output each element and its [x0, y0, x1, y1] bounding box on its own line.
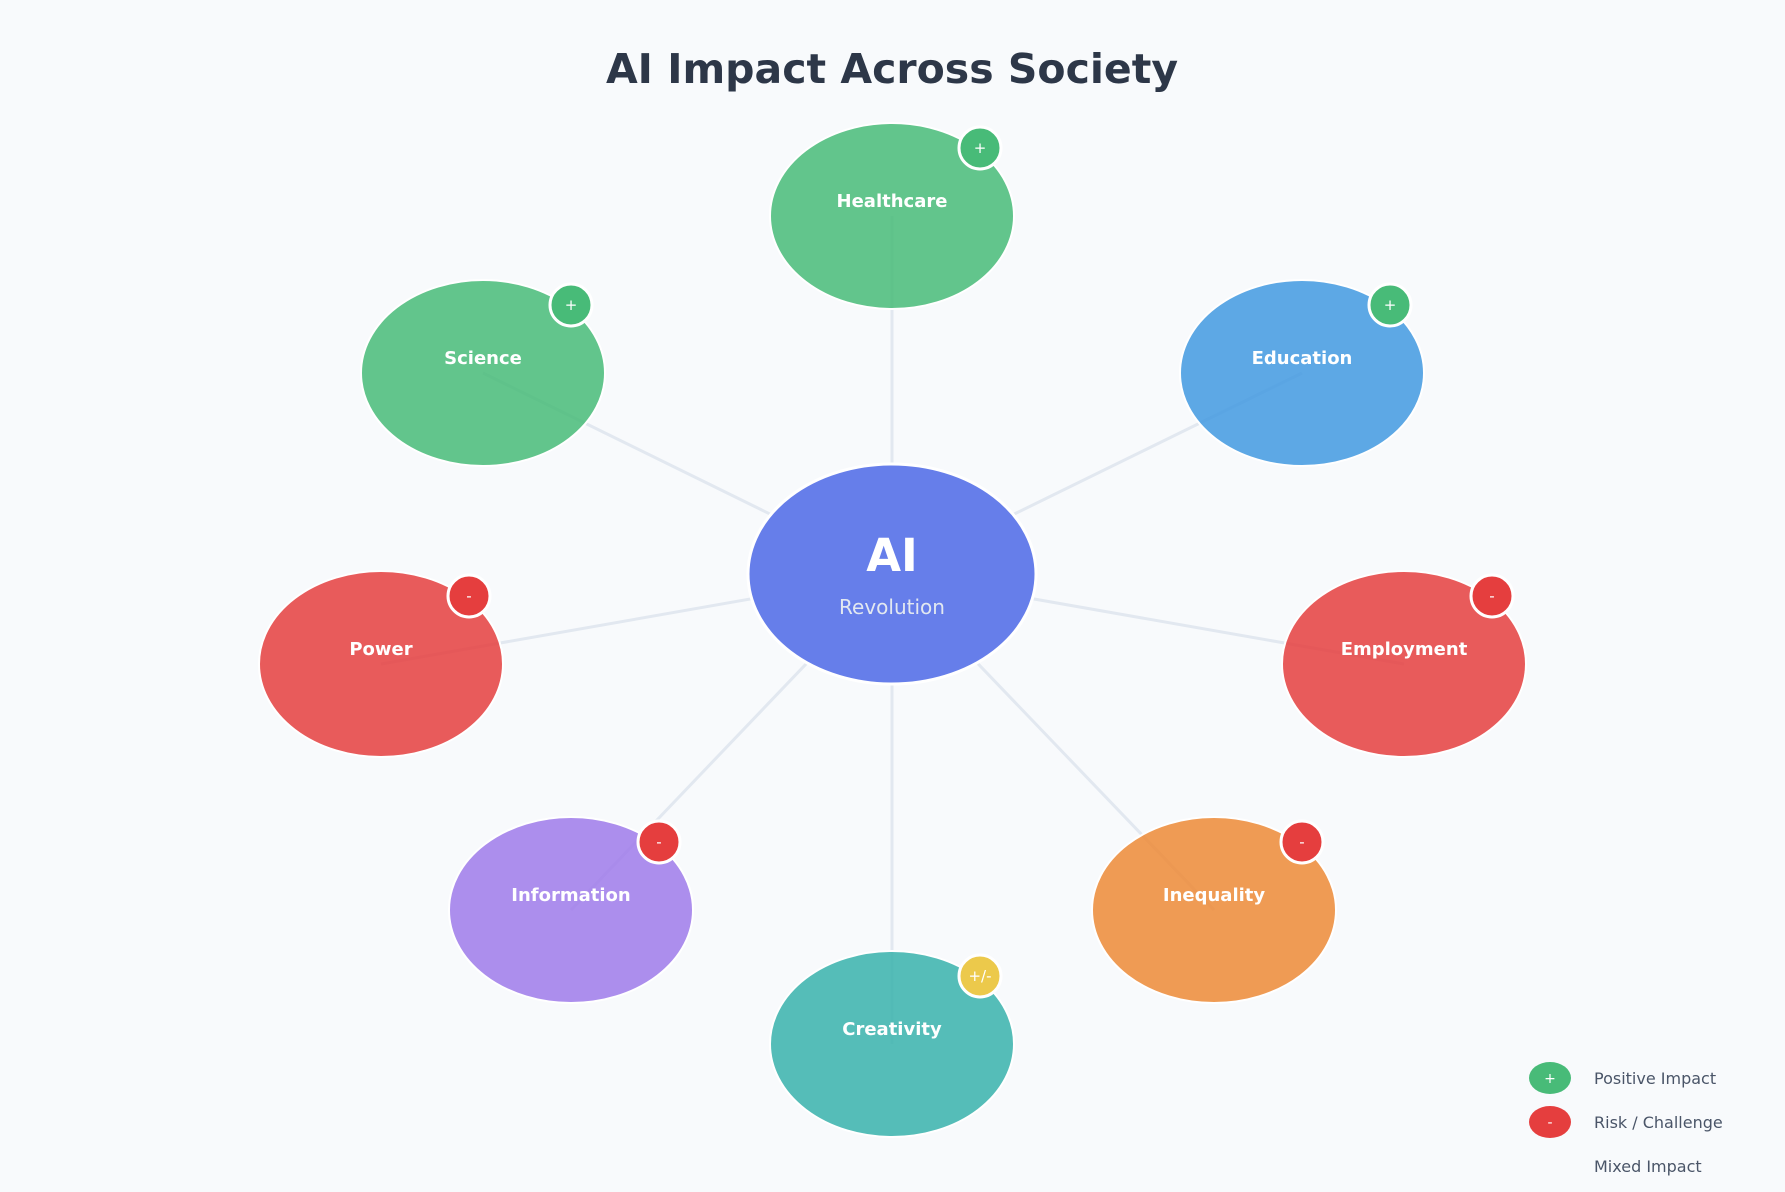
node-healthcare-badge [957, 125, 1003, 171]
node-inequality-badge-text: - [1299, 833, 1304, 851]
node-science: Science + [360, 279, 606, 467]
node-healthcare-badge-text: + [974, 139, 987, 157]
node-information: Information - [448, 816, 694, 1004]
node-healthcare-label: Healthcare [837, 191, 948, 212]
legend-symbol-positive-impact: + [1544, 1071, 1556, 1087]
legend-label-risk-challenge: Risk / Challenge [1594, 1113, 1723, 1132]
node-power-shape [258, 570, 504, 758]
legend-item-mixed-impact: Mixed Impact [1594, 1157, 1702, 1176]
node-information-shape [448, 816, 694, 1004]
node-employment-shape [1281, 570, 1527, 758]
node-inequality-shape [1091, 816, 1337, 1004]
node-employment-label: Employment [1341, 639, 1468, 660]
node-employment-badge [1469, 573, 1515, 619]
node-creativity-badge-text: +/- [968, 967, 991, 985]
node-science-shape [360, 279, 606, 467]
center-node-ellipse [746, 462, 1038, 686]
node-creativity: Creativity +/- [769, 950, 1015, 1138]
node-inequality-label: Inequality [1163, 885, 1266, 906]
legend-label-positive-impact: Positive Impact [1594, 1069, 1716, 1088]
node-inequality-badge [1279, 819, 1325, 865]
legend-swatch-positive-impact [1529, 1062, 1571, 1094]
node-information-badge-text: - [656, 833, 661, 851]
node-inequality: Inequality - [1091, 816, 1337, 1004]
node-science-badge [548, 282, 594, 328]
node-information-label: Information [511, 885, 630, 906]
node-education-badge [1367, 282, 1413, 328]
node-power-badge-text: - [466, 587, 471, 605]
legend-symbol-risk-challenge: - [1547, 1115, 1552, 1131]
node-science-label: Science [444, 348, 522, 369]
legend-label-mixed-impact: Mixed Impact [1594, 1157, 1702, 1176]
node-creativity-label: Creativity [842, 1019, 942, 1040]
center-node: AI Revolution [746, 462, 1038, 686]
node-information-badge [636, 819, 682, 865]
node-education-shape [1179, 279, 1425, 467]
node-education-label: Education [1252, 348, 1353, 369]
node-power-badge [446, 573, 492, 619]
node-employment: Employment - [1281, 570, 1527, 758]
node-creativity-shape [769, 950, 1015, 1138]
node-healthcare: Healthcare + [769, 122, 1015, 310]
node-education-badge-text: + [1384, 296, 1397, 314]
node-creativity-badge [957, 953, 1003, 999]
center-node-title: AI [866, 529, 918, 582]
legend-item-risk-challenge: - Risk / Challenge [1529, 1106, 1723, 1138]
diagram-title: AI Impact Across Society [606, 45, 1178, 93]
node-science-badge-text: + [565, 296, 578, 314]
legend-item-positive-impact: + Positive Impact [1529, 1062, 1716, 1094]
center-node-subtitle: Revolution [839, 595, 945, 619]
impact-nodes: Healthcare+Education+Employment-Inequali… [258, 122, 1527, 1138]
node-power-label: Power [349, 639, 412, 660]
node-healthcare-shape [769, 122, 1015, 310]
node-education: Education + [1179, 279, 1425, 467]
legend-swatch-risk-challenge [1529, 1106, 1571, 1138]
node-power: Power - [258, 570, 504, 758]
node-employment-badge-text: - [1489, 587, 1494, 605]
